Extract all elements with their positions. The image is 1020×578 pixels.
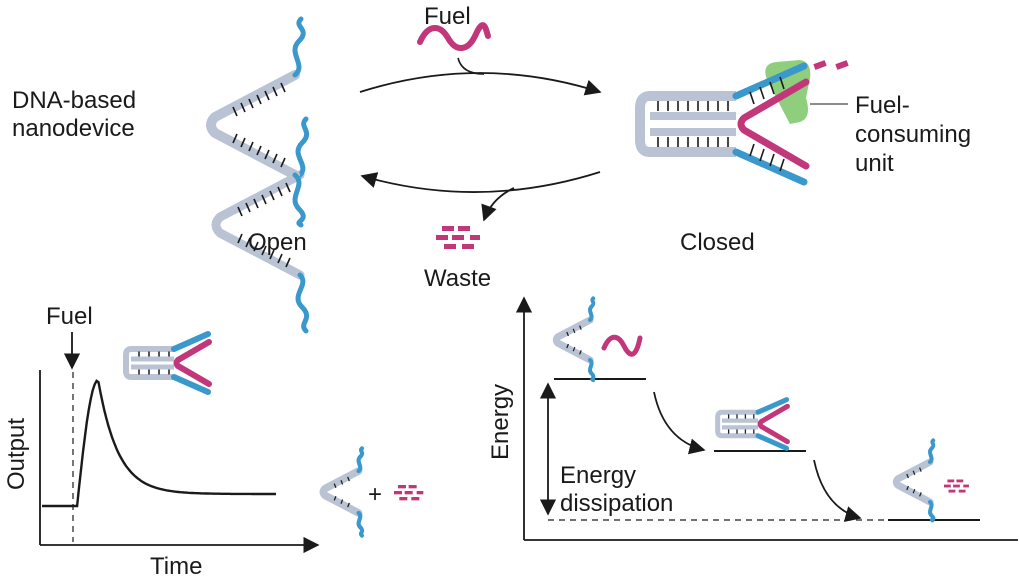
waste-inset-icon [394,485,424,501]
energy-diagram: Energy Energy dissipation [487,296,1018,541]
device-label-line1: DNA-based [12,87,136,114]
closed-device [635,60,849,186]
output-plot: Fuel Output Time + [3,303,424,578]
waste-release-arrow [481,187,515,222]
output-curve [42,379,276,508]
fcu-label-line2: consuming [855,121,971,148]
plus-sign: + [368,481,382,508]
device-label-line2: nanodevice [12,115,135,142]
closed-label: Closed [680,229,755,256]
energy-dissipation-line2: dissipation [560,490,673,517]
closed-state-icon [715,397,790,451]
time-axis-label: Time [150,553,202,578]
open-label: Open [248,229,307,256]
open-to-closed-arrow [359,72,602,96]
fuel-strand-icon [417,22,491,51]
closed-to-open-arrow [360,171,601,193]
fcu-label-line3: unit [855,150,894,177]
fcu-label-line1: Fuel- [855,92,910,119]
fuel-label-plot: Fuel [46,303,93,330]
transition-arrow-1 [653,391,706,455]
open-device [206,16,306,228]
open-device-icon [216,119,307,331]
energy-dissipation-line1: Energy [560,462,636,489]
closed-device-inset-icon [123,331,212,395]
fuel-strand-energy-icon [601,334,643,357]
cycle-diagram: DNA-based nanodevice Open [12,3,971,331]
fuel-entry-tick [457,57,485,75]
waste-fragments-icon [436,226,480,249]
waste-energy-icon [944,479,969,493]
transition-arrow-2 [813,459,862,522]
open-fuel-state-icon [552,296,596,383]
energy-axis-label: Energy [487,384,514,460]
output-axis-label: Output [3,418,30,490]
open-waste-state-icon [892,438,936,523]
open-device-inset-icon [319,446,365,538]
waste-label: Waste [424,265,491,292]
released-fragments-icon [813,60,849,70]
